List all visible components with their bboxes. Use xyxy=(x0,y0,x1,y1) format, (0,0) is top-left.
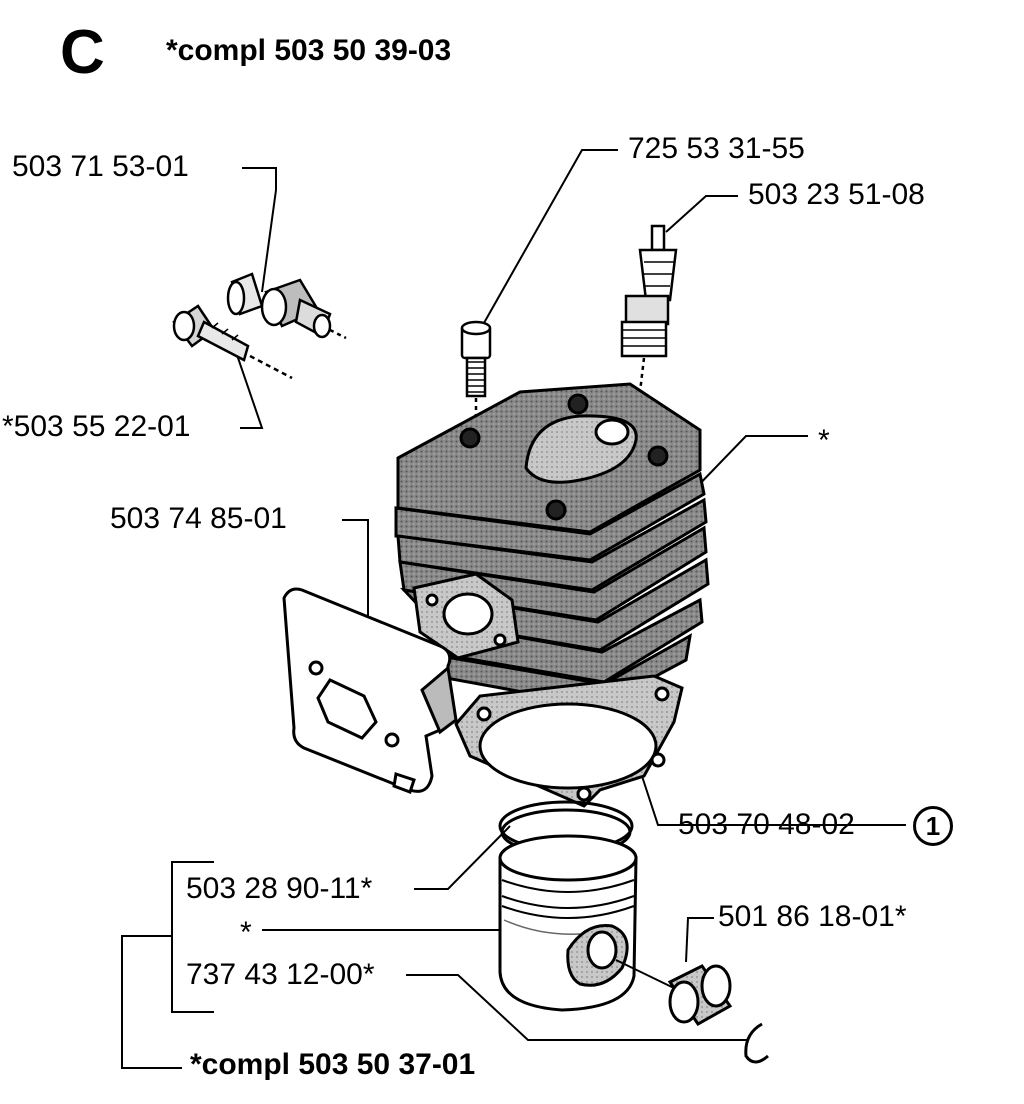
leader-cylinder-gasket xyxy=(639,769,906,826)
label-piston: * xyxy=(240,916,252,949)
heat-shield-drawing xyxy=(282,587,458,794)
cylinder-gasket-drawing xyxy=(454,674,684,808)
decomp-valve-drawing xyxy=(226,272,347,340)
cylinder-screw-drawing xyxy=(460,320,492,422)
leader-lines xyxy=(121,149,906,1069)
callout-number-badge: 1 xyxy=(913,806,953,846)
label-cylinder-screw: 725 53 31-55 xyxy=(628,132,805,165)
leader-decomp-valve xyxy=(242,167,277,293)
piston-drawing xyxy=(498,834,679,1012)
leader-cylinder xyxy=(689,435,808,495)
leader-adjust-screw xyxy=(235,351,264,429)
label-decomp-valve: 503 71 53-01 xyxy=(12,150,189,183)
section-letter: C xyxy=(60,18,105,87)
label-piston-ring: 503 28 90-11* xyxy=(186,872,373,905)
spark-plug-drawing xyxy=(620,224,678,393)
leader-piston-ring xyxy=(414,825,511,890)
needle-bearing-drawing xyxy=(667,964,733,1026)
adjust-screw-drawing xyxy=(172,304,293,380)
label-piston-pin: 737 43 12-00* xyxy=(186,958,375,991)
cylinder-drawing xyxy=(394,382,710,708)
label-cylinder: * xyxy=(818,424,830,457)
label-needle-bearing: 501 86 18-01* xyxy=(718,900,907,933)
bracket-compl-kit xyxy=(121,935,182,1069)
footer-kit-label: *compl 503 50 37-01 xyxy=(190,1048,476,1081)
circlip-drawing xyxy=(744,1022,769,1064)
header-kit-label: *compl 503 50 39-03 xyxy=(166,34,452,67)
label-cylinder-gasket: 503 70 48-02 xyxy=(678,808,855,841)
leader-cylinder-screw xyxy=(479,149,618,331)
leader-spark-plug xyxy=(665,195,738,233)
leader-needle-bearing xyxy=(685,917,714,963)
label-heat-shield: 503 74 85-01 xyxy=(110,502,287,535)
leader-piston-pin xyxy=(406,974,748,1041)
label-adjust-screw: *503 55 22-01 xyxy=(2,410,191,443)
label-spark-plug: 503 23 51-08 xyxy=(748,178,925,211)
